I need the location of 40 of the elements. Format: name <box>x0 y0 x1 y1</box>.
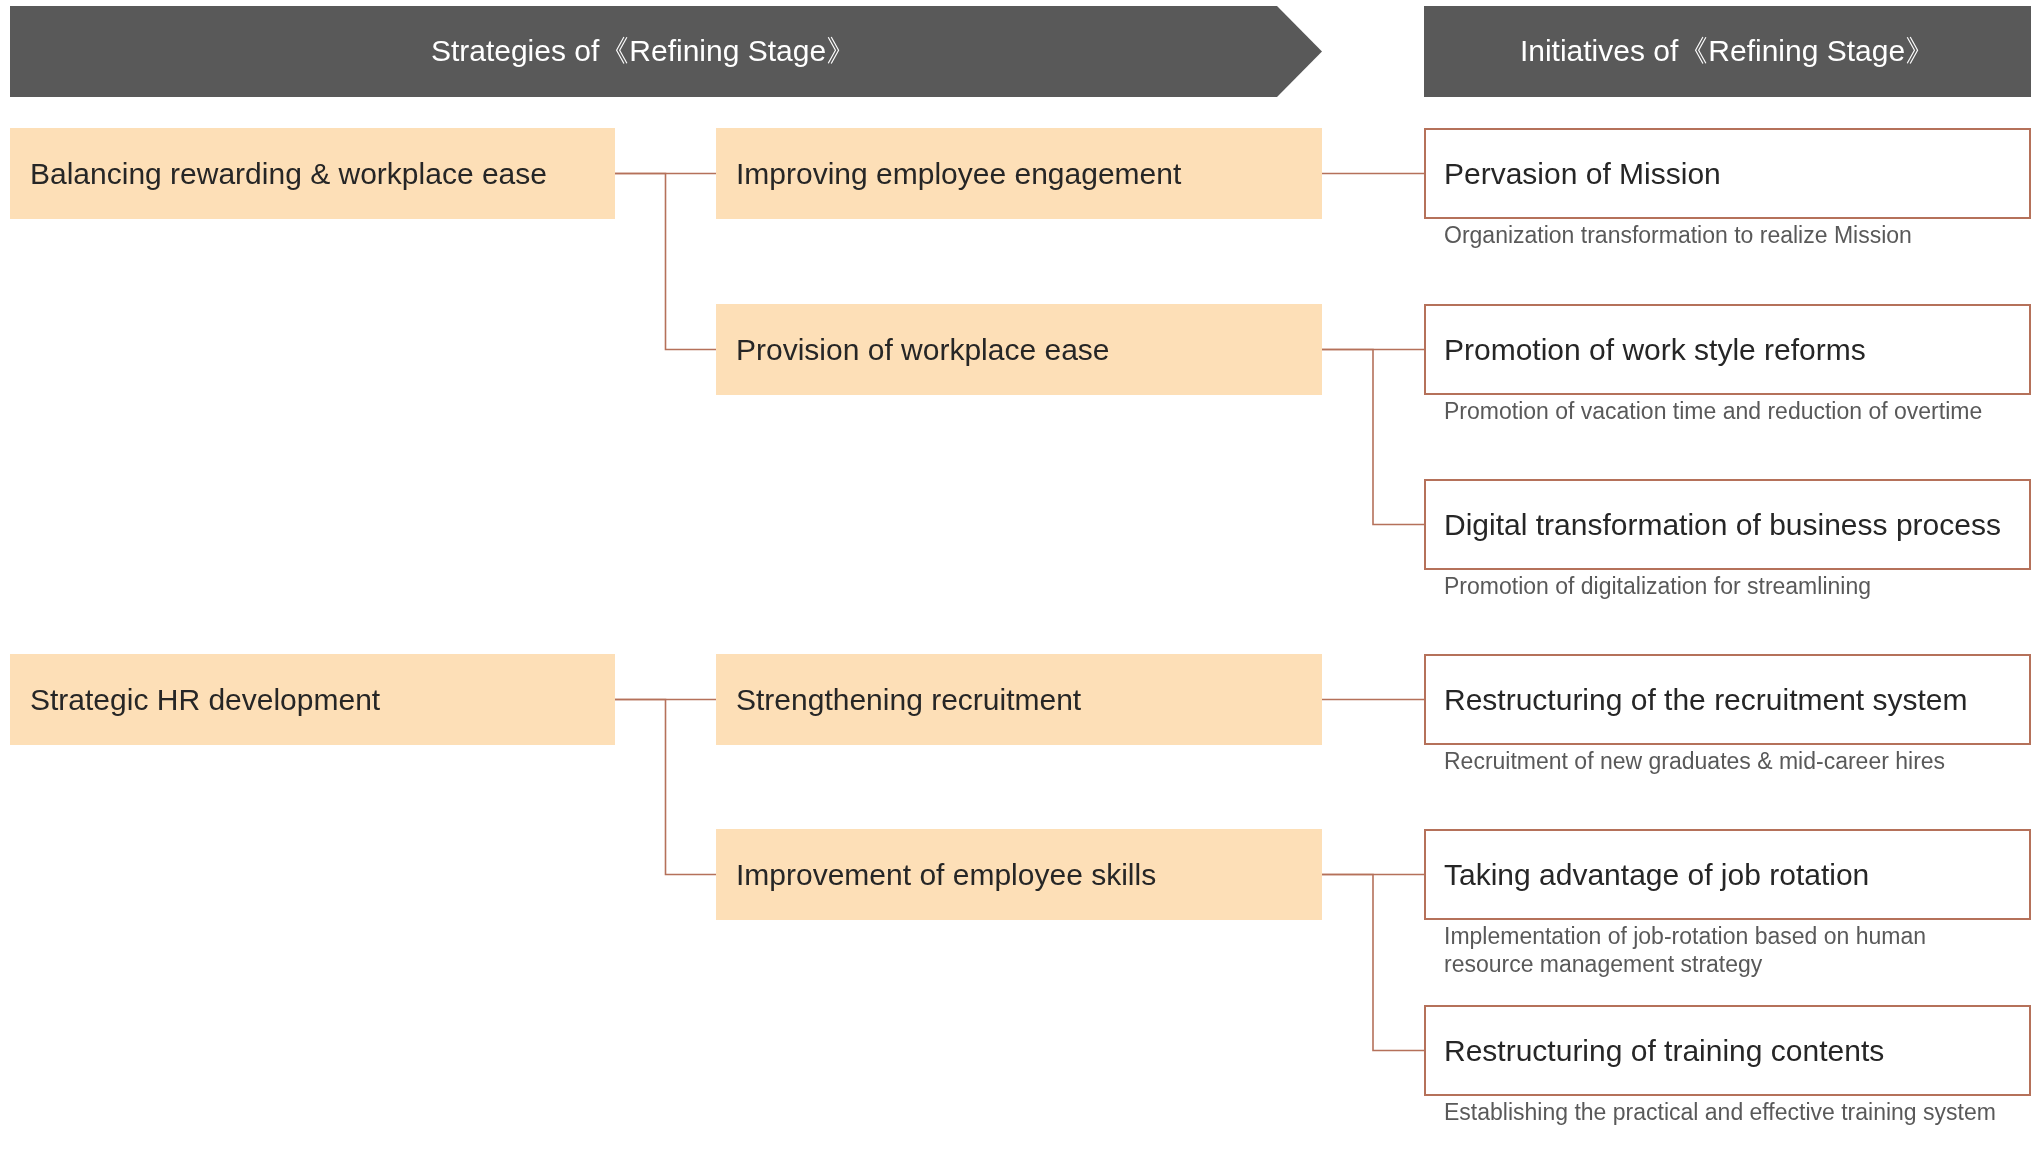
initiative-box <box>1424 1005 2031 1096</box>
connector-line <box>1321 698 1425 701</box>
strategy-box <box>10 654 615 745</box>
connector-line <box>1321 172 1425 175</box>
node-label: Digital transformation of business process <box>1444 506 2001 543</box>
initiative-description: Promotion of digitalization for streamlining <box>1444 573 1872 601</box>
node-label: Provision of workplace ease <box>736 332 1110 367</box>
connector-line <box>614 698 717 876</box>
initiative-description: Establishing the practical and effective training system <box>1444 1099 1997 1127</box>
node-label: Pervasion of Mission <box>1444 155 1721 192</box>
node-label: Promotion of work style reforms <box>1444 331 1866 368</box>
connector-line <box>614 172 717 351</box>
initiative-box <box>1424 479 2031 570</box>
initiative-description: Implementation of job-rotation based on human resource management strategy <box>1444 923 1928 979</box>
node-label: Strategic HR development <box>30 682 381 717</box>
node-label: Strengthening recruitment <box>736 682 1082 717</box>
node-label: Strategies of《Refining Stage》 <box>430 33 857 69</box>
strategy-box <box>716 829 1322 920</box>
strategy-box <box>716 128 1322 219</box>
initiative-description: Recruitment of new graduates & mid-career hires <box>1444 748 1947 776</box>
node-label: Balancing rewarding & workplace ease <box>30 156 547 191</box>
connector-line <box>1321 873 1425 1052</box>
node-label: Improving employee engagement <box>736 156 1182 191</box>
initiative-description: Promotion of vacation time and reduction of overtime <box>1444 398 1984 426</box>
initiative-description: Organization transformation to realize Mission <box>1444 222 1913 250</box>
header-banner <box>1424 6 2031 97</box>
initiative-box <box>1424 304 2031 395</box>
initiative-box <box>1424 654 2031 745</box>
node-label: Improvement of employee skills <box>736 857 1157 892</box>
node-label: Restructuring of the recruitment system <box>1444 681 1968 718</box>
strategy-box <box>10 128 615 219</box>
strategy-box <box>716 304 1322 395</box>
initiative-box <box>1424 128 2031 219</box>
node-label: Taking advantage of job rotation <box>1444 856 1870 893</box>
strategy-box <box>716 654 1322 745</box>
header-arrow-banner <box>10 6 1322 97</box>
connector-line <box>1321 348 1425 526</box>
node-label: Initiatives of《Refining Stage》 <box>1519 33 1936 69</box>
node-label: Restructuring of training contents <box>1444 1032 1885 1069</box>
initiative-box <box>1424 829 2031 920</box>
